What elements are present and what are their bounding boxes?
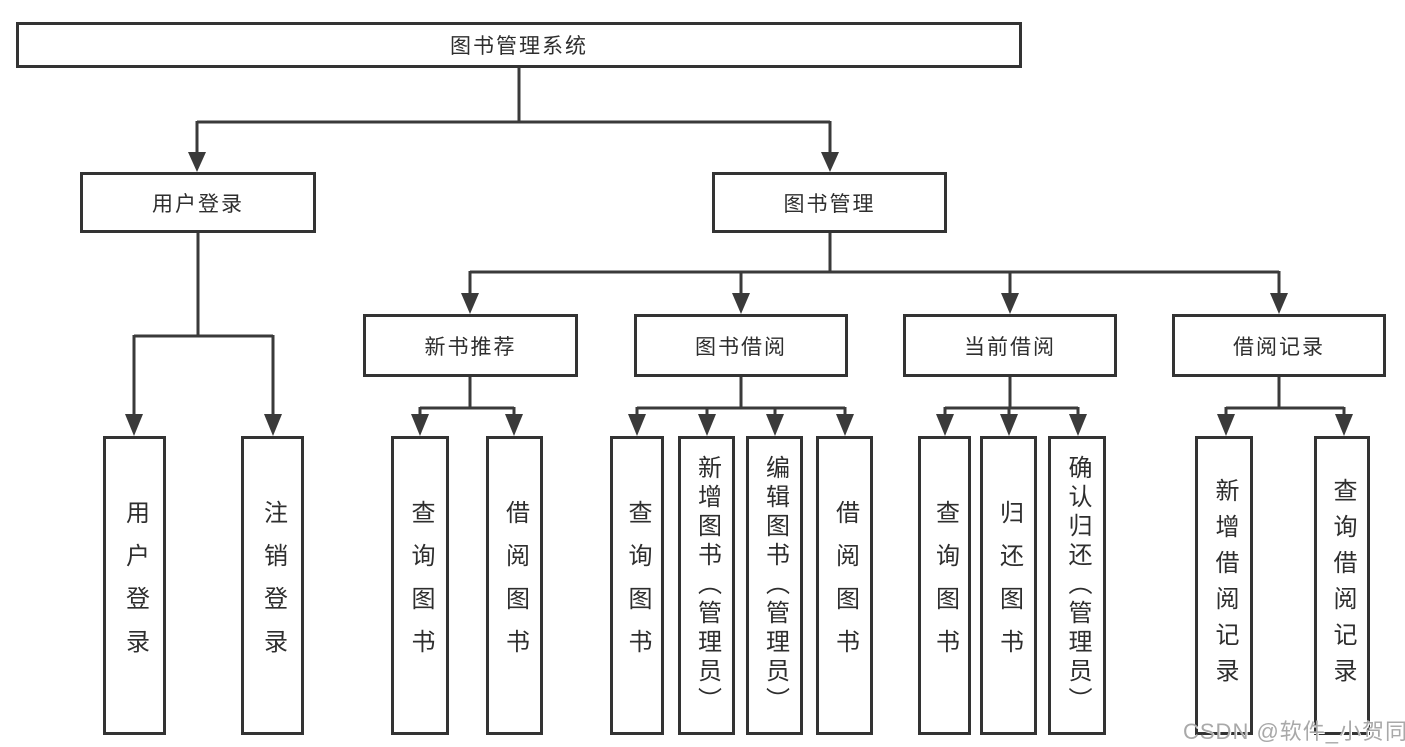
node-leaf-query-books-1-label: 查询图书: [407, 499, 434, 672]
node-book-borrow: 图书借阅: [634, 314, 848, 377]
node-leaf-add-books-admin-label: 新增图书（管理员）: [693, 455, 721, 716]
node-user-login-label: 用户登录: [152, 192, 244, 216]
node-leaf-borrow-books-1-label: 借阅图书: [501, 499, 529, 672]
node-current-borrow-label: 当前借阅: [964, 335, 1056, 359]
node-root-label: 图书管理系统: [450, 35, 588, 58]
node-leaf-logout: 注销登录: [241, 436, 304, 735]
node-book-mgmt: 图书管理: [712, 172, 947, 233]
node-leaf-borrow-books-2-label: 借阅图书: [831, 499, 859, 672]
node-leaf-query-books-1: 查询图书: [391, 436, 449, 735]
node-leaf-query-books-2: 查询图书: [610, 436, 664, 735]
node-user-login: 用户登录: [80, 172, 316, 233]
node-leaf-borrow-books-1: 借阅图书: [486, 436, 543, 735]
node-leaf-confirm-return-admin-label: 确认归还（管理员）: [1064, 455, 1091, 716]
connector-borrow-records-children: [1217, 377, 1353, 436]
node-leaf-add-borrow-record-label: 新增借阅记录: [1211, 477, 1238, 694]
node-leaf-user-login-label: 用户登录: [121, 499, 149, 672]
node-current-borrow: 当前借阅: [903, 314, 1117, 377]
node-leaf-borrow-books-2: 借阅图书: [816, 436, 873, 735]
watermark: CSDN @软件_小贺同学: [1183, 719, 1405, 744]
connector-new-book-children: [411, 377, 523, 436]
node-new-book-recommend-label: 新书推荐: [424, 335, 517, 359]
connector-root-to-level2: [188, 68, 839, 172]
node-new-book-recommend: 新书推荐: [363, 314, 578, 377]
node-leaf-logout-label: 注销登录: [259, 499, 287, 672]
node-leaf-add-books-admin: 新增图书（管理员）: [678, 436, 735, 735]
connector-book-borrow-children: [628, 377, 854, 436]
node-leaf-confirm-return-admin: 确认归还（管理员）: [1048, 436, 1106, 735]
node-borrow-records: 借阅记录: [1172, 314, 1386, 377]
connector-book-mgmt-children: [461, 233, 1288, 314]
node-book-mgmt-label: 图书管理: [783, 192, 876, 216]
node-leaf-user-login: 用户登录: [103, 436, 166, 735]
node-leaf-query-books-2-label: 查询图书: [624, 499, 651, 672]
node-leaf-query-books-3-label: 查询图书: [931, 499, 959, 672]
node-leaf-return-books-label: 归还图书: [995, 499, 1023, 672]
connector-user-login-children: [125, 233, 282, 436]
node-borrow-records-label: 借阅记录: [1233, 335, 1325, 359]
node-leaf-query-borrow-record: 查询借阅记录: [1314, 436, 1370, 735]
node-leaf-add-borrow-record: 新增借阅记录: [1195, 436, 1253, 735]
node-root: 图书管理系统: [16, 22, 1022, 68]
node-leaf-edit-books-admin: 编辑图书（管理员）: [746, 436, 803, 735]
connector-current-borrow-children: [936, 377, 1087, 436]
node-leaf-query-books-3: 查询图书: [918, 436, 971, 735]
node-leaf-edit-books-admin-label: 编辑图书（管理员）: [761, 455, 789, 716]
node-leaf-query-borrow-record-label: 查询借阅记录: [1329, 477, 1356, 694]
node-leaf-return-books: 归还图书: [980, 436, 1037, 735]
node-book-borrow-label: 图书借阅: [695, 335, 787, 359]
